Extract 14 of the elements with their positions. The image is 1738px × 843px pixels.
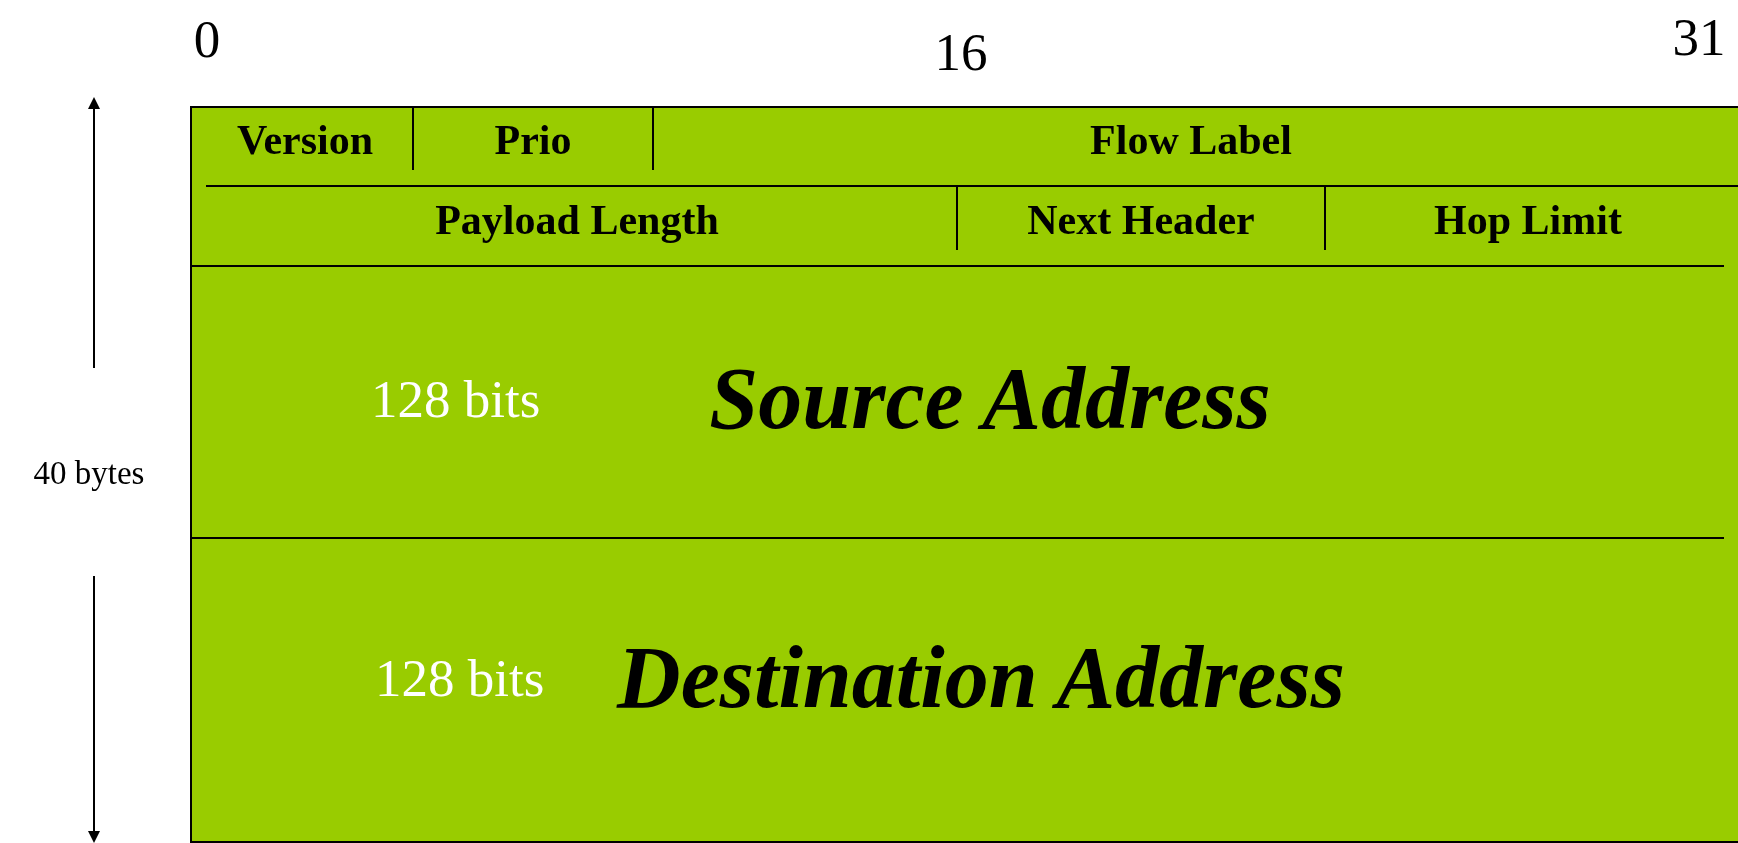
- dimension-label: 40 bytes: [33, 456, 145, 490]
- field-label: Flow Label: [1090, 119, 1292, 161]
- field-label: Version: [236, 119, 374, 161]
- field-label: Source Address: [709, 355, 1271, 443]
- field-label: Hop Limit: [1434, 199, 1622, 241]
- field-label: Next Header: [1027, 199, 1255, 241]
- field-label: Payload Length: [435, 199, 719, 241]
- bit-count: 128 bits: [375, 652, 545, 705]
- bit-position: 16: [934, 25, 988, 79]
- field-label: Prio: [494, 119, 572, 161]
- bit-position: 0: [193, 12, 221, 66]
- bit-position: 31: [1672, 10, 1726, 64]
- bit-count: 128 bits: [371, 373, 541, 426]
- field-label: Destination Address: [617, 634, 1345, 722]
